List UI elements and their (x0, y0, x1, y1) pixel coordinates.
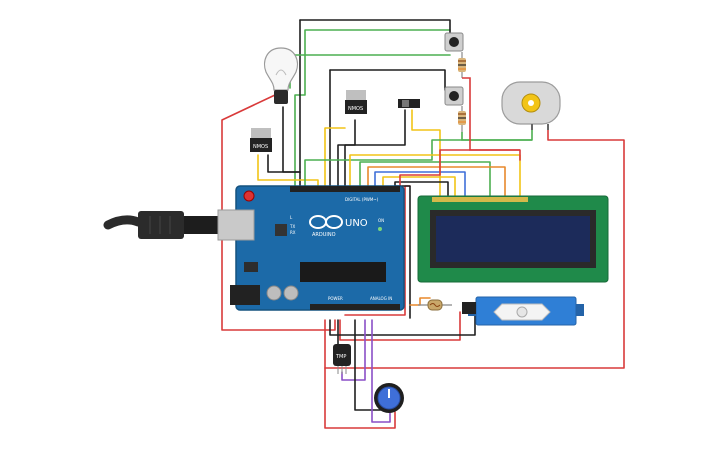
mosfet-2-body (345, 100, 367, 114)
on-led-label: ON (378, 218, 384, 223)
wire-red-pot[interactable] (324, 367, 396, 429)
mosfet-1-tab (251, 128, 271, 138)
wire-green-resistor[interactable] (461, 132, 532, 141)
mosfet-1-label: NMOS (253, 144, 268, 150)
voltage-regulator (244, 262, 258, 272)
motor-shaft (528, 100, 534, 106)
arduino-logo: UNO ARDUINO (309, 215, 368, 238)
wire-orange-ldr[interactable] (409, 297, 431, 306)
wire-yellow-lcd-2[interactable] (382, 176, 456, 196)
wire-yellow-mosfet-2[interactable] (324, 127, 346, 188)
wire-black-top[interactable] (299, 19, 451, 36)
wire-red-lcd[interactable] (399, 149, 521, 188)
board-brand: ARDUINO (312, 232, 336, 238)
bulb-socket (274, 90, 288, 104)
potentiometer-icon[interactable] (374, 383, 404, 413)
on-led (378, 227, 382, 231)
mosfet-2-tab (346, 90, 366, 100)
lcd-screen (436, 216, 590, 262)
arduino-pcb (235, 185, 405, 311)
digital-header (290, 186, 400, 192)
rx-led-label: RX (290, 230, 296, 235)
arduino-power-jack (230, 285, 260, 305)
capacitor-1 (266, 285, 282, 301)
wire-red-resistor[interactable] (462, 77, 520, 151)
wire-black-lcd[interactable] (394, 181, 449, 196)
wire-red-left-loop[interactable] (221, 94, 336, 331)
wire-green-lcd[interactable] (359, 161, 491, 196)
capacitor-2 (283, 285, 299, 301)
wire-green-button-top[interactable] (294, 29, 451, 188)
bulb-icon[interactable] (263, 47, 299, 104)
wire-black-slide[interactable] (344, 109, 406, 188)
push-button-1-cap[interactable] (449, 37, 459, 47)
lcd-display[interactable] (417, 195, 609, 283)
wire-black-button-2[interactable] (329, 69, 446, 91)
wire-orange-lcd[interactable] (367, 166, 506, 196)
analog-label: ANALOG IN (370, 296, 392, 301)
atmega-chip (300, 262, 386, 282)
wire-purple-temp[interactable] (341, 319, 366, 381)
servo-motor[interactable] (462, 296, 584, 326)
power-analog-header (310, 304, 400, 310)
wire-red-right-loop[interactable] (324, 124, 625, 369)
resistor-2[interactable] (458, 106, 466, 132)
push-button-2[interactable] (444, 86, 464, 106)
slide-switch-knob[interactable] (402, 100, 409, 107)
resistor-1[interactable] (458, 52, 466, 78)
wires (221, 19, 625, 429)
servo-mount-right (576, 304, 584, 316)
usb-plug-collar (184, 216, 218, 234)
reset-button[interactable] (243, 190, 255, 202)
temp-sensor-body (333, 344, 351, 366)
mosfet-1-body (250, 138, 272, 152)
mosfet-1[interactable]: NMOS (250, 128, 272, 152)
wire-green-motor[interactable] (304, 124, 533, 188)
tx-led-label: TX (289, 224, 295, 229)
servo-hub (516, 306, 528, 318)
mosfet-2[interactable]: NMOS (345, 90, 367, 114)
wire-black-mosfet-1[interactable] (267, 154, 301, 173)
power-label: POWER (328, 296, 343, 301)
push-button-2-cap[interactable] (449, 91, 459, 101)
wire-blue-lcd[interactable] (374, 171, 466, 196)
wire-yellow-mosfet-1[interactable] (257, 154, 319, 188)
board-model: UNO (345, 218, 368, 229)
photoresistor[interactable] (418, 299, 452, 311)
servo-connector (462, 302, 476, 314)
wire-black-pot[interactable] (354, 319, 386, 411)
lcd-pins (432, 197, 528, 202)
usb-cable-wire (103, 215, 143, 230)
dc-motor-icon[interactable] (501, 81, 561, 130)
l-led-label: L (290, 215, 293, 220)
push-button-1[interactable] (444, 32, 464, 52)
slide-switch[interactable] (398, 99, 420, 108)
usb-plug-icon[interactable] (138, 211, 184, 239)
temperature-sensor[interactable]: TMP (333, 344, 351, 374)
crystal (275, 224, 287, 236)
temp-sensor-label: TMP (335, 354, 346, 360)
wire-red-servo-2[interactable] (339, 311, 461, 341)
wire-yellow-lcd[interactable] (349, 154, 521, 196)
digital-label: DIGITAL (PWM~) (345, 197, 379, 202)
arduino-board[interactable]: UNO ARDUINO DIGITAL (PWM~) POWER ANALOG … (217, 185, 405, 311)
arduino-usb-socket (217, 209, 255, 241)
wire-purple-pot[interactable] (371, 319, 391, 423)
mosfet-2-label: NMOS (348, 106, 363, 112)
